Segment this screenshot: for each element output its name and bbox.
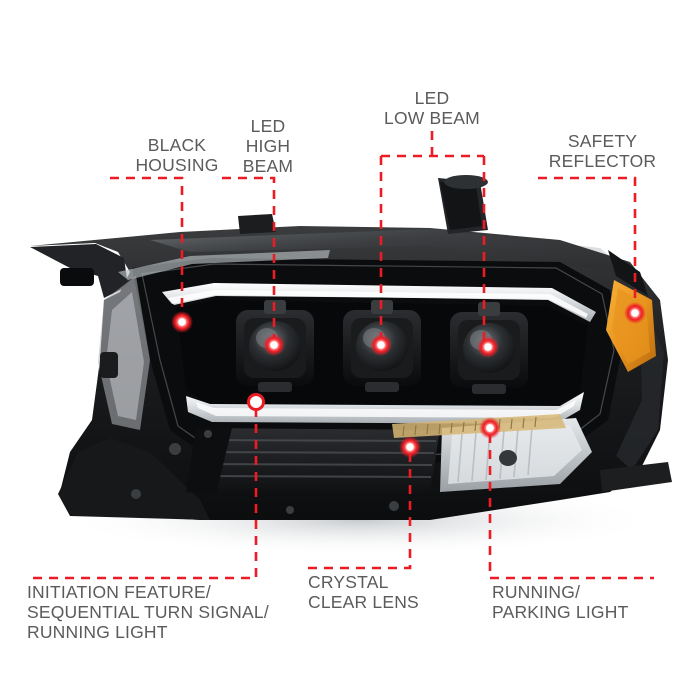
lower-clear-lens [440,418,592,492]
leader-running-parking-light [488,434,654,580]
callout-label-initiation-feature: INITIATION FEATURE/ SEQUENTIAL TURN SIGN… [27,582,269,642]
callout-label-crystal-clear-lens: CRYSTAL CLEAR LENS [308,572,419,612]
leader-led-high-beam [222,176,276,339]
leader-safety-reflector [538,176,637,307]
callout-label-led-low-beam: LED LOW BEAM [384,88,480,128]
marker-running-parking-light[interactable] [479,417,501,439]
leader-black-housing [110,176,184,316]
marker-led-high-beam[interactable] [263,334,285,356]
marker-led-low-beam-2[interactable] [477,336,499,358]
marker-black-housing[interactable] [171,311,193,333]
callout-label-led-high-beam: LED HIGH BEAM [242,116,294,176]
top-bracket-tab [238,214,276,234]
marker-led-low-beam-1[interactable] [370,334,392,356]
leader-initiation-feature [27,408,258,580]
marker-crystal-clear-lens[interactable] [399,436,421,458]
mounting-bolts [131,430,399,514]
side-marker-lens [98,276,150,430]
marker-safety-reflector[interactable] [624,302,646,324]
callout-leaders [27,131,654,580]
callout-label-black-housing: BLACK HOUSING [135,135,219,175]
callout-label-running-parking-light: RUNNING/ PARKING LIGHT [492,582,629,622]
marker-initiation-feature[interactable] [247,393,265,411]
callout-label-safety-reflector: SAFETY REFLECTOR [548,131,657,171]
top-connector-stub [438,175,488,234]
right-mounting-arm [600,462,672,492]
callout-markers [171,302,646,458]
upper-drl-bar [118,250,596,322]
lower-drl-bar [186,392,584,424]
lower-vent-grille [186,428,440,494]
leader-crystal-clear-lens [308,453,412,570]
